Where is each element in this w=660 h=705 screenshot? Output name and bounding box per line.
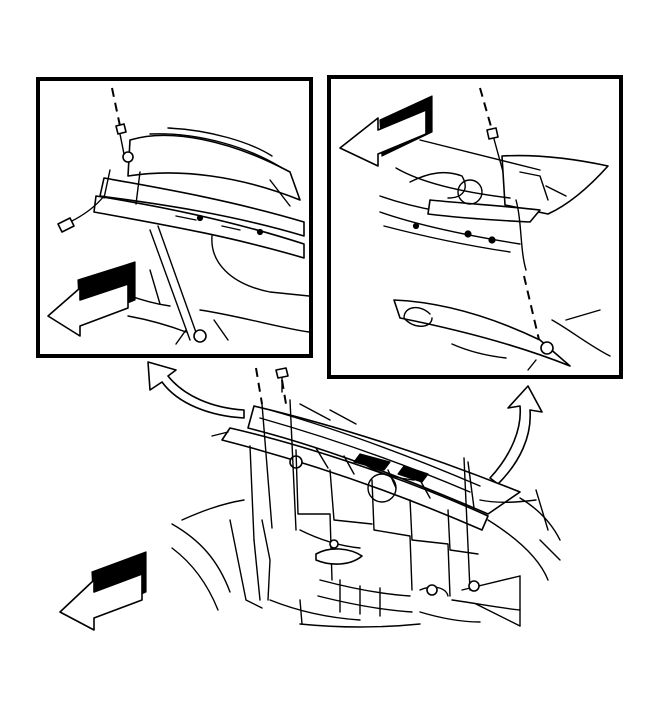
washer-hose: [69, 195, 105, 223]
cowl-assembly: [171, 445, 561, 628]
front-direction-arrow-icon: [59, 551, 147, 631]
fastener-icon: [275, 367, 289, 393]
grille-panel: [211, 403, 537, 531]
grille-panel-section: [379, 139, 609, 253]
screw-axis-line: [111, 87, 121, 127]
callout-arrow-icon: [489, 385, 543, 485]
leader-lines: [261, 399, 471, 591]
screw-axis-line: [479, 87, 493, 131]
front-direction-arrow-icon: [339, 95, 433, 167]
cowl-section: [119, 225, 309, 345]
grille-panel-section: [93, 127, 305, 259]
detail-left: [36, 77, 313, 358]
callout-arrow-icon: [147, 361, 245, 419]
fastener-icon: [115, 123, 127, 155]
main-view: [59, 367, 561, 631]
screw-axis-line: [255, 367, 263, 405]
screw-axis-line: [523, 275, 541, 345]
front-direction-arrow-icon: [47, 261, 136, 337]
detail-right: [327, 75, 623, 379]
cowl-section: [393, 299, 611, 371]
